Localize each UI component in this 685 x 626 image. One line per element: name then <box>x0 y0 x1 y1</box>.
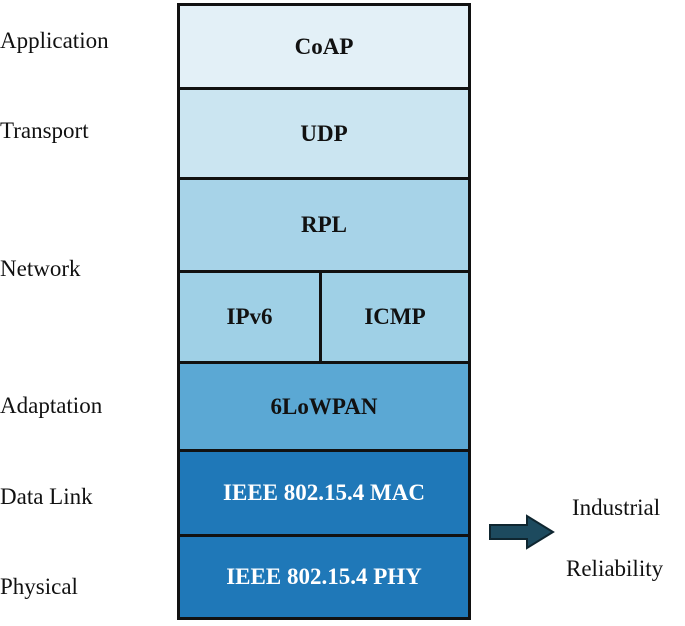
annotation-reliability: Reliability <box>566 556 664 581</box>
ipv6-box: IPv6 <box>177 270 322 364</box>
layer-label-network: Network <box>0 256 81 281</box>
protocol-stack: CoAP UDP RPL IPv6 ICMP 6LoWPAN IEEE 802.… <box>177 3 471 620</box>
mac-box: IEEE 802.15.4 MAC <box>177 449 471 537</box>
layer-label-application: Application <box>0 28 109 53</box>
layer-label-data-link: Data Link <box>0 484 93 509</box>
layer-label-adaptation: Adaptation <box>0 393 103 418</box>
layer-label-physical: Physical <box>0 574 78 599</box>
right-arrow-icon <box>489 514 555 550</box>
6lowpan-box: 6LoWPAN <box>177 361 471 452</box>
udp-box: UDP <box>177 87 471 180</box>
phy-box: IEEE 802.15.4 PHY <box>177 534 471 620</box>
coap-box: CoAP <box>177 3 471 90</box>
layer-label-transport: Transport <box>0 118 89 143</box>
rpl-box: RPL <box>177 177 471 273</box>
icmp-box: ICMP <box>319 270 471 364</box>
annotation-industrial: Industrial <box>572 495 661 520</box>
